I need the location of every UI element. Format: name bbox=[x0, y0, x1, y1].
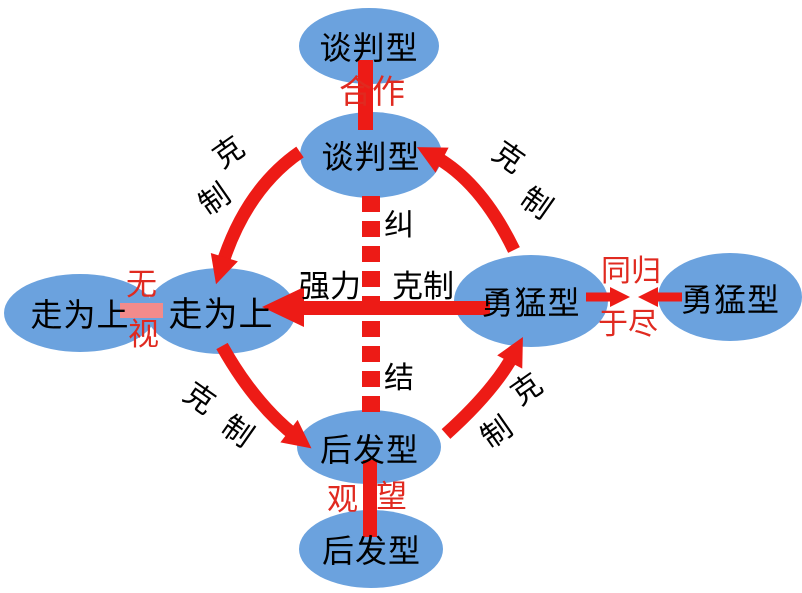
node-negotiation-inner-shape bbox=[300, 112, 442, 198]
strong-restrain-label-left: 强力 bbox=[299, 269, 361, 304]
node-brave-outer-shape bbox=[658, 253, 802, 341]
node-retreat-outer: 走为上 bbox=[4, 274, 156, 352]
arc-restrain-top-right bbox=[416, 147, 520, 253]
node-negotiation-outer: 谈判型 bbox=[299, 8, 439, 84]
node-latemover-outer: 后发型 bbox=[299, 510, 444, 588]
node-brave-inner-label: 勇猛型 bbox=[481, 285, 581, 321]
strong-restrain-label-right: 克制 bbox=[392, 269, 454, 304]
node-negotiation-outer-shape bbox=[299, 8, 439, 84]
node-brave-inner: 勇猛型 bbox=[454, 255, 608, 347]
node-retreat-outer-label: 走为上 bbox=[30, 297, 130, 333]
ignore-label-top: 无 bbox=[126, 267, 157, 302]
ignore-label-bottom: 视 bbox=[128, 317, 159, 352]
watch-connector-bar bbox=[363, 460, 377, 537]
cooperation-connector-bar bbox=[358, 60, 373, 130]
arc-restrain-bottom-right bbox=[441, 336, 523, 439]
node-latemover-outer-shape bbox=[299, 510, 443, 588]
entangle-label-bottom: 结 bbox=[384, 362, 414, 395]
node-latemover-inner-shape bbox=[297, 410, 441, 484]
watch-label-left: 观 bbox=[327, 482, 358, 517]
node-retreat-inner-label: 走为上 bbox=[168, 296, 274, 334]
node-latemover-inner: 后发型 bbox=[297, 410, 442, 485]
node-latemover-inner-label: 后发型 bbox=[319, 431, 419, 468]
node-negotiation-outer-label: 谈判型 bbox=[319, 30, 419, 66]
node-retreat-inner: 走为上 bbox=[146, 268, 296, 354]
node-retreat-inner-shape bbox=[146, 268, 296, 354]
node-retreat-outer-shape bbox=[4, 274, 156, 352]
mutual-destruction-label-bottom: 于尽 bbox=[598, 308, 658, 341]
node-brave-outer: 勇猛型 bbox=[658, 253, 802, 342]
ignore-connector-bar bbox=[120, 303, 163, 318]
node-latemover-outer-label: 后发型 bbox=[321, 533, 421, 569]
watch-label-right: 望 bbox=[376, 479, 407, 514]
node-brave-outer-label: 勇猛型 bbox=[680, 281, 780, 318]
mutual-destruction-label-top: 同归 bbox=[601, 255, 661, 288]
arc-restrain-top-left bbox=[210, 146, 304, 285]
node-negotiation-inner: 谈判型 bbox=[300, 112, 442, 198]
strong-restrain-arrowhead bbox=[262, 287, 304, 327]
node-negotiation-inner-label: 谈判型 bbox=[321, 139, 421, 175]
arc-restrain-bottom-left bbox=[216, 342, 312, 449]
cooperation-label: 合作 bbox=[339, 75, 405, 111]
entangle-label-top: 纠 bbox=[384, 209, 414, 242]
node-brave-inner-shape bbox=[454, 255, 608, 347]
